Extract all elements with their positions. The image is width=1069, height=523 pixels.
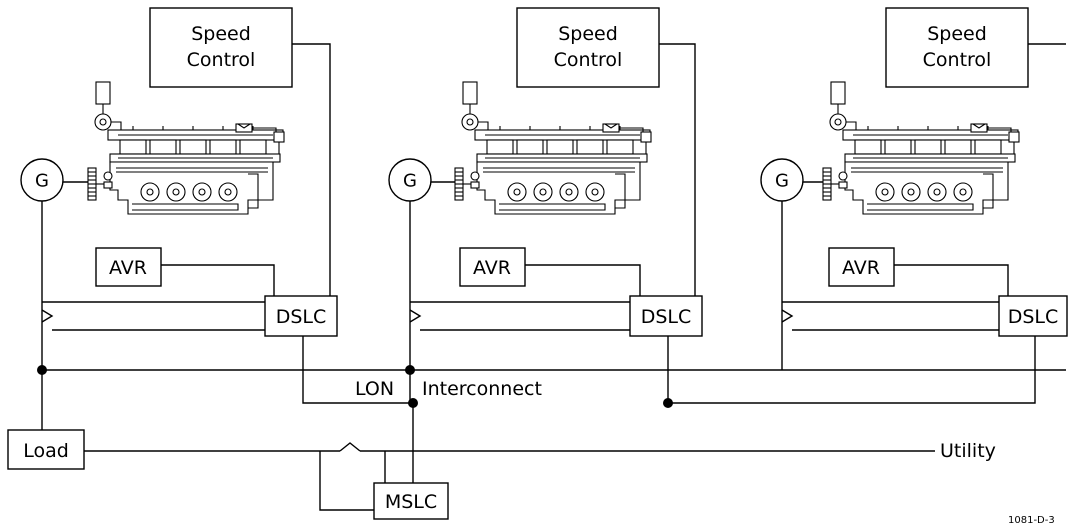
speed-control-wire xyxy=(292,43,331,296)
dslc-label: DSLC xyxy=(276,306,327,328)
diesel-engine-icon xyxy=(454,81,652,215)
diesel-engine-icon xyxy=(822,81,1020,215)
avr-box xyxy=(828,247,895,287)
speed-control-label-line2: Control xyxy=(187,49,256,71)
lon-wire-1 xyxy=(302,336,413,404)
avr-box xyxy=(95,247,162,287)
dslc-box xyxy=(264,295,338,337)
speed-control-label-line1: Speed xyxy=(927,23,987,45)
wire-crossover xyxy=(41,309,54,323)
generator-unit-1: Speed Control G AVR DSLC xyxy=(20,7,413,430)
dslc-box xyxy=(629,295,703,337)
utility-crossover xyxy=(339,442,361,452)
speed-control-wire xyxy=(659,43,696,296)
generator-label: G xyxy=(403,171,417,192)
mslc-label: MSLC xyxy=(385,491,437,513)
speed-control-box xyxy=(516,7,660,88)
avr-wire xyxy=(894,264,1009,296)
dslc-label: DSLC xyxy=(641,306,692,328)
wire-crossover xyxy=(781,309,794,323)
avr-label: AVR xyxy=(109,257,147,279)
utility-label: Utility xyxy=(940,440,996,462)
mslc-box xyxy=(373,482,449,520)
generator-label: G xyxy=(35,171,49,192)
mslc-load-wire xyxy=(319,451,374,511)
generator-unit-3: Speed Control G AVR DSLC xyxy=(668,7,1068,404)
generator-unit-2: Speed Control G AVR DSLC xyxy=(388,7,703,408)
load-label: Load xyxy=(23,440,69,462)
speed-control-label-line2: Control xyxy=(554,49,623,71)
speed-control-label-line1: Speed xyxy=(191,23,251,45)
speed-control-box xyxy=(885,7,1029,88)
avr-label: AVR xyxy=(842,257,880,279)
interconnect-label: Interconnect xyxy=(422,378,542,400)
figure-code: 1081-D-3 xyxy=(1008,515,1055,523)
wire-crossover xyxy=(409,309,422,323)
dslc-label: DSLC xyxy=(1008,306,1059,328)
junction-dot xyxy=(408,398,418,408)
avr-wire xyxy=(525,264,641,296)
lon-wire-3 xyxy=(668,336,1036,404)
load-box xyxy=(7,429,85,470)
speed-control-label-line2: Control xyxy=(923,49,992,71)
avr-box xyxy=(459,247,526,287)
speed-control-box xyxy=(149,7,293,88)
generator-label: G xyxy=(775,171,789,192)
dslc-box xyxy=(998,295,1068,337)
diesel-engine-icon xyxy=(87,81,285,215)
speed-control-label-line1: Speed xyxy=(558,23,618,45)
avr-label: AVR xyxy=(473,257,511,279)
lon-label: LON xyxy=(355,378,394,400)
avr-wire xyxy=(161,264,275,296)
